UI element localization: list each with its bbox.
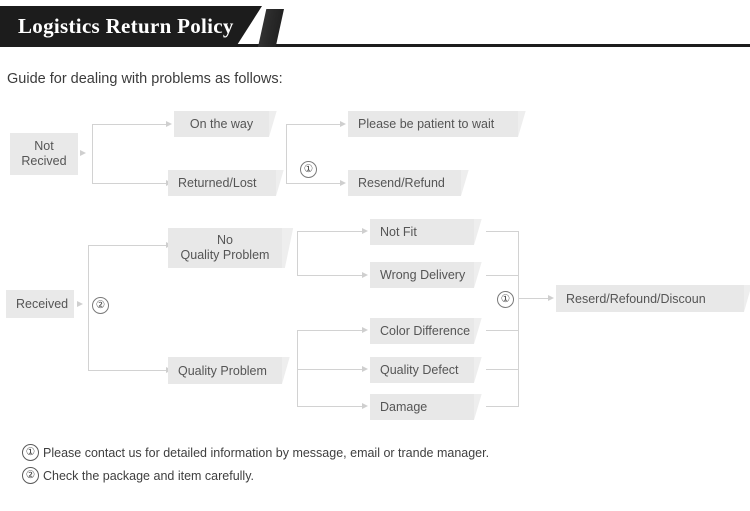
footer-note-1-marker: ① [22, 444, 39, 461]
node-please-wait-label: Please be patient to wait [358, 117, 495, 131]
node-final-outcome-label: Reserd/Refound/Discoun [566, 291, 706, 306]
connector-vertical-received [88, 245, 89, 371]
arrow-damage [362, 403, 368, 409]
node-on-the-way-label: On the way [189, 117, 254, 131]
node-not-received-label: Not Recived [10, 139, 78, 169]
node-not-received-line2: Recived [21, 154, 67, 168]
node-not-fit-label: Not Fit [380, 225, 417, 239]
node-resend-refund: Resend/Refund [348, 170, 461, 196]
page-title: Logistics Return Policy [18, 14, 234, 38]
connector-branch-please-wait [286, 124, 342, 125]
node-quality-defect: Quality Defect [370, 357, 474, 383]
node-quality-problem: Quality Problem [168, 357, 282, 384]
connector-branch-wrong-delivery [297, 275, 364, 276]
arrow-resend-refund [340, 180, 346, 186]
connector-branch-quality-problem [88, 370, 168, 371]
node-damage-label: Damage [380, 400, 428, 414]
connector-branch-damage [297, 406, 364, 407]
marker-two-received: ② [92, 297, 109, 314]
node-please-wait: Please be patient to wait [348, 111, 518, 137]
node-quality-problem-label: Quality Problem [178, 363, 267, 378]
node-no-quality-problem-line2: Quality Problem [180, 248, 270, 262]
intro-text: Guide for dealing with problems as follo… [7, 71, 283, 87]
connector-branch-resend-refund [286, 183, 342, 184]
marker-one-final: ① [497, 291, 514, 308]
footer-note-2-text: Check the package and item carefully. [43, 468, 254, 483]
connector-vertical-quality [297, 330, 298, 406]
connector-branch-returned-lost [92, 183, 168, 184]
merge-stub-not-fit [486, 231, 518, 232]
node-received-label: Received [16, 297, 69, 311]
merge-stub-color-difference [486, 330, 518, 331]
arrow-final-outcome [548, 295, 554, 301]
arrow-color-difference [362, 327, 368, 333]
arrow-please-wait [340, 121, 346, 127]
arrow-received-out [77, 301, 83, 307]
node-color-difference-label: Color Difference [380, 324, 471, 338]
connector-branch-final-outcome [518, 298, 550, 299]
node-damage: Damage [370, 394, 474, 420]
node-color-difference: Color Difference [370, 318, 474, 344]
header-banner [0, 6, 262, 47]
merge-stub-wrong-delivery [486, 275, 518, 276]
connector-branch-color-difference [297, 330, 364, 331]
node-returned-lost: Returned/Lost [168, 170, 276, 196]
node-received: Received [6, 290, 74, 318]
header-divider-rule [0, 44, 750, 47]
header-accent-shape [258, 9, 284, 47]
arrow-not-fit [362, 228, 368, 234]
connector-branch-quality-defect [297, 369, 364, 370]
arrow-not-received-out [80, 150, 86, 156]
footer-note-1-text: Please contact us for detailed informati… [43, 445, 490, 460]
merge-vertical-final [518, 231, 519, 407]
marker-one-stage2: ① [300, 161, 317, 178]
node-no-quality-problem-label: No Quality Problem [168, 233, 282, 263]
node-not-received: Not Recived [10, 133, 78, 175]
merge-stub-quality-defect [486, 369, 518, 370]
node-quality-defect-label: Quality Defect [380, 363, 459, 377]
merge-stub-damage [486, 406, 518, 407]
footer-note-1: ① Please contact us for detailed informa… [22, 444, 489, 461]
arrow-wrong-delivery [362, 272, 368, 278]
node-on-the-way: On the way [174, 111, 269, 137]
node-returned-lost-label: Returned/Lost [178, 176, 257, 190]
connector-vertical-no-quality [297, 231, 298, 275]
node-no-quality-problem: No Quality Problem [168, 228, 282, 268]
connector-branch-not-fit [297, 231, 364, 232]
connector-branch-on-the-way [92, 124, 168, 125]
arrow-quality-defect [362, 366, 368, 372]
node-no-quality-problem-line1: No [217, 233, 233, 247]
footer-note-2: ② Check the package and item carefully. [22, 467, 254, 484]
node-wrong-delivery-label: Wrong Delivery [380, 268, 466, 282]
arrow-on-the-way [166, 121, 172, 127]
node-resend-refund-label: Resend/Refund [358, 176, 445, 190]
connector-vertical-not-received [92, 124, 93, 184]
node-final-outcome: Reserd/Refound/Discoun [556, 285, 744, 312]
node-not-fit: Not Fit [370, 219, 474, 245]
connector-vertical-stage2 [286, 124, 287, 184]
footer-note-2-marker: ② [22, 467, 39, 484]
node-wrong-delivery: Wrong Delivery [370, 262, 474, 288]
node-not-received-line1: Not [34, 139, 54, 153]
connector-branch-no-quality-problem [88, 245, 168, 246]
